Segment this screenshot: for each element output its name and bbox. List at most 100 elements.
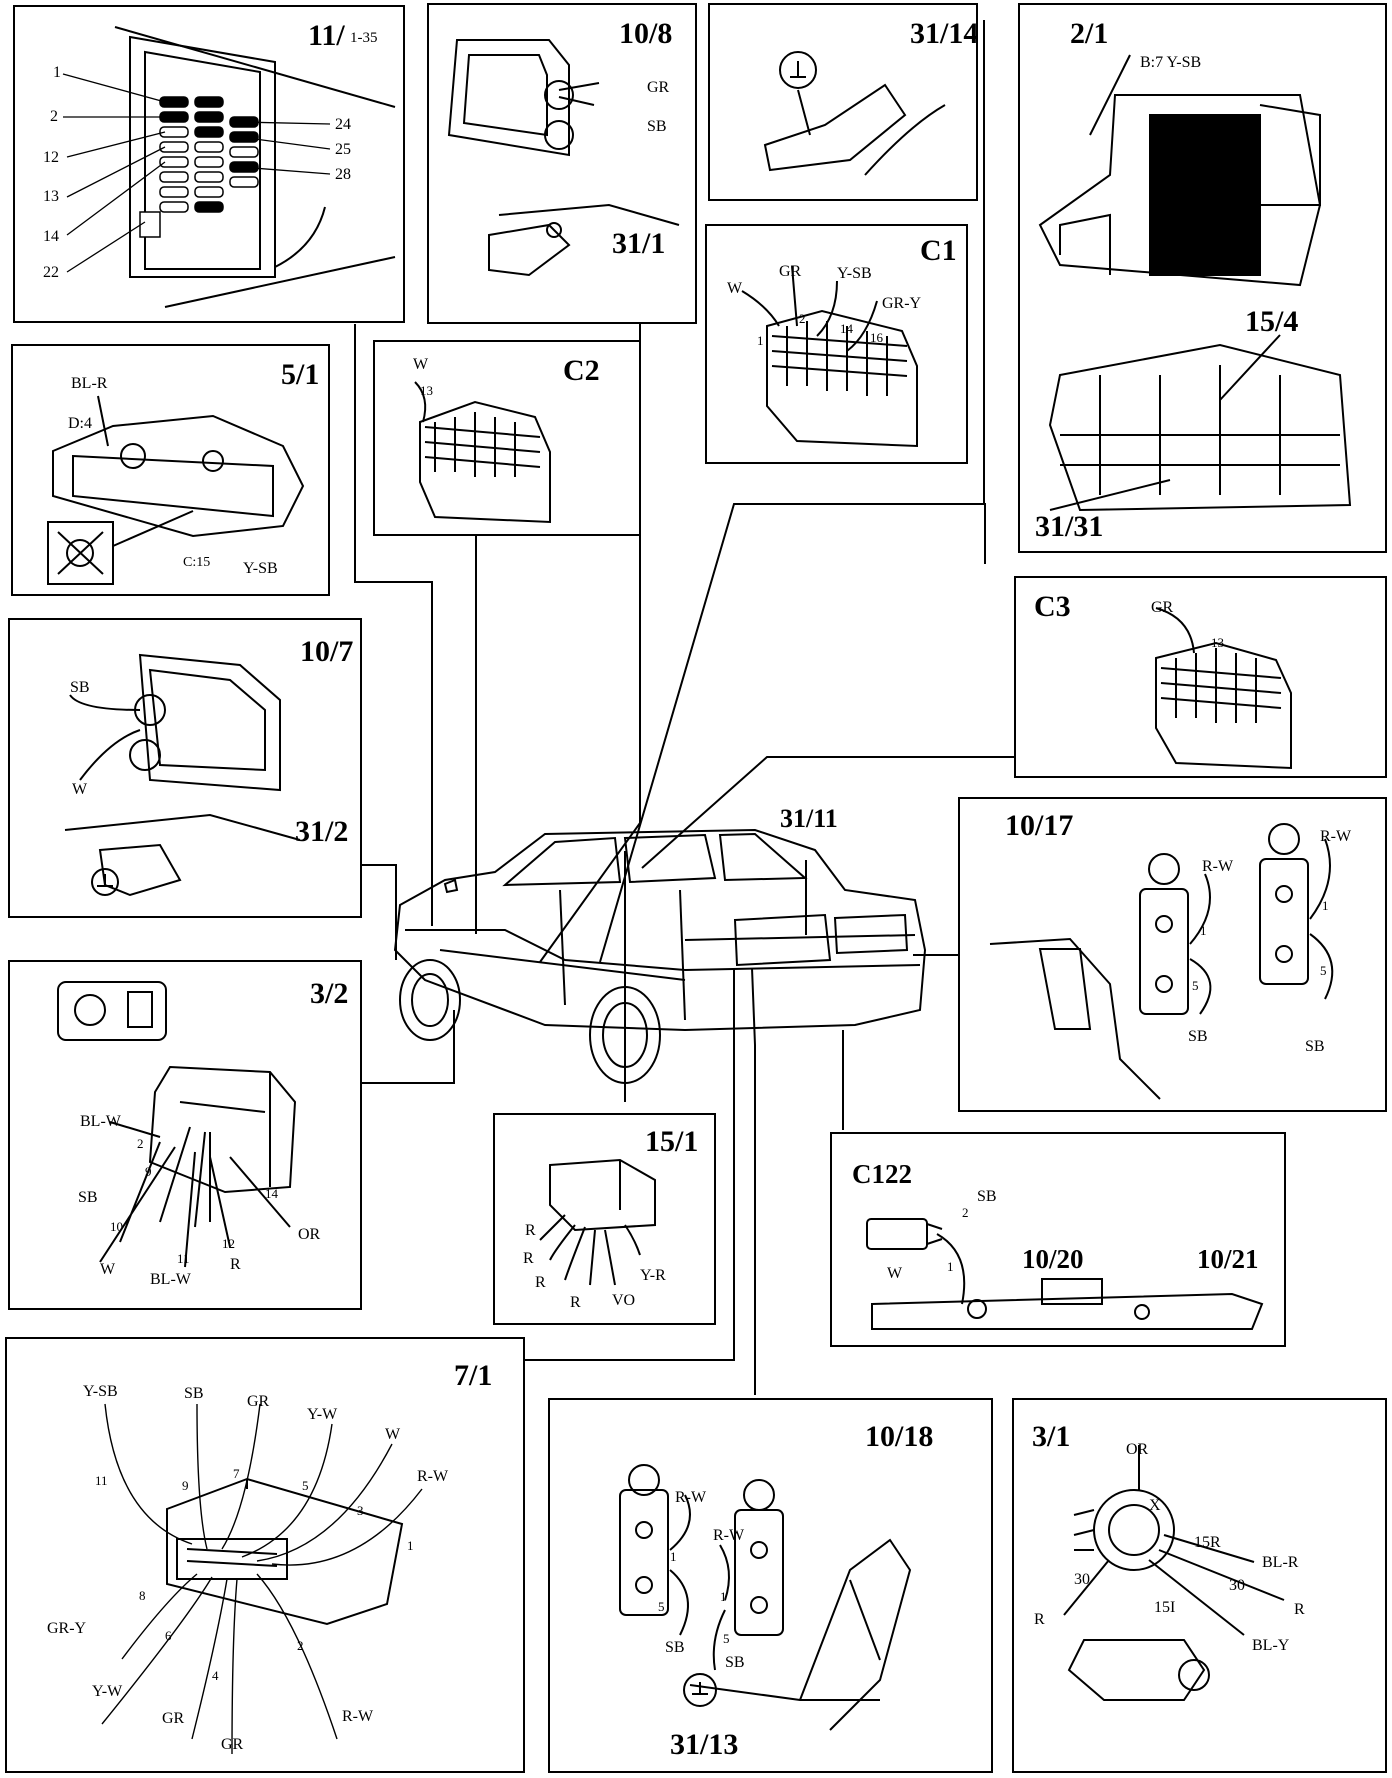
panel-title: 3/2 [310, 977, 349, 1010]
label: 14 [43, 228, 59, 245]
label: Y-SB [83, 1383, 118, 1400]
panel-3-1: 3/1 OR X 15R BL-R 30 30 R R 15I BL-Y [1012, 1398, 1387, 1773]
label: SB [725, 1654, 745, 1671]
label: SB [184, 1385, 204, 1402]
label: 14 [265, 1186, 278, 1201]
label: R [525, 1222, 536, 1239]
label: GR [779, 263, 802, 280]
label: OR [298, 1226, 321, 1243]
label: R-W [342, 1708, 374, 1725]
label: 13 [420, 383, 433, 398]
label: 1 [720, 1589, 727, 1604]
label: SB [647, 118, 667, 135]
label: GR [1151, 599, 1174, 616]
label: 28 [335, 166, 351, 183]
label: 12 [43, 149, 59, 166]
label: R [570, 1294, 581, 1311]
label: 14 [840, 321, 853, 336]
label: 5 [302, 1478, 309, 1493]
panel-subtitle: 31/13 [670, 1728, 739, 1761]
panel-C2: C2 W 13 [373, 340, 641, 536]
label: R [535, 1274, 546, 1291]
label: 5 [1320, 963, 1327, 978]
label: 1 [670, 1549, 677, 1564]
label: 13 [1211, 635, 1224, 650]
label: Y-SB [837, 265, 872, 282]
label: 10 [110, 1219, 123, 1234]
label: R [523, 1250, 534, 1267]
label: R-W [417, 1468, 449, 1485]
label: 22 [43, 264, 59, 281]
label: 15I [1154, 1599, 1176, 1616]
label: 1 [1322, 898, 1329, 913]
panel-title: 10/17 [1005, 809, 1074, 842]
label: Y-W [92, 1683, 123, 1700]
panel-subtitle: 1-35 [350, 30, 378, 46]
label: R-W [1320, 828, 1352, 845]
panel-title: 15/1 [645, 1125, 699, 1158]
label: 10/20 [1022, 1244, 1084, 1274]
panel-31-14: 31/14 [708, 3, 978, 201]
label: GR [221, 1736, 244, 1753]
label: Y-R [640, 1267, 666, 1284]
label: 3 [357, 1503, 364, 1518]
label: W [887, 1265, 903, 1282]
label: Y-W [307, 1406, 338, 1423]
label: 15R [1194, 1534, 1221, 1551]
panel-7-1: 7/1 Y-SB SB GR Y-W W R-W 11 9 7 5 3 1 8 … [5, 1337, 525, 1773]
label: 9 [182, 1478, 189, 1493]
label: 1 [407, 1538, 414, 1553]
panel-title: 10/8 [619, 17, 673, 50]
label: 2 [962, 1205, 969, 1220]
label: GR [647, 79, 670, 96]
panel-10-17: 10/17 R-W 1 5 SB R-W 1 5 SB [958, 797, 1387, 1112]
panel-title: 2/1 [1070, 17, 1109, 50]
label: W [100, 1261, 116, 1278]
label: R-W [1202, 858, 1234, 875]
label: 11 [177, 1251, 190, 1266]
label: SB [1305, 1038, 1325, 1055]
label: BL-Y [1252, 1637, 1290, 1654]
panel-title: C3 [1034, 590, 1071, 623]
panel-title: 31/14 [910, 17, 979, 50]
label: R-W [675, 1489, 707, 1506]
label: 30 [1074, 1571, 1090, 1588]
label: SB [977, 1188, 997, 1205]
panel-C1: C1 W GR Y-SB GR-Y 1 2 14 16 [705, 224, 968, 464]
label: BL-W [80, 1113, 121, 1130]
panel-subtitle: 31/1 [612, 227, 666, 260]
label: 11 [95, 1473, 108, 1488]
label: R [1034, 1611, 1045, 1628]
panel-title: 5/1 [281, 358, 320, 391]
label: 24 [335, 116, 351, 133]
label: 1 [947, 1259, 954, 1274]
label: R [230, 1256, 241, 1273]
car-illustration: 31/11 [385, 804, 930, 1100]
label: BL-W [150, 1271, 191, 1288]
label: 16 [870, 330, 883, 345]
label: B:7 Y-SB [1140, 54, 1202, 71]
label: 5 [1192, 978, 1199, 993]
label: 2 [297, 1638, 304, 1653]
panel-title: C2 [563, 354, 600, 387]
label: 1 [757, 333, 764, 348]
panel-3-2: 3/2 BL-W 2 9 SB 10 W 11 BL-W 12 R 14 OR [8, 960, 362, 1310]
panel-15-1: 15/1 R R R R VO Y-R [493, 1113, 716, 1325]
label: VO [612, 1292, 636, 1309]
label: 6 [165, 1628, 172, 1643]
panel-10-8: 10/8 31/1 GR SB [427, 3, 697, 324]
panel-C3: C3 GR 13 [1014, 576, 1387, 778]
label: W [727, 280, 743, 297]
label: 1 [53, 64, 61, 81]
label: 4 [212, 1668, 219, 1683]
label: 30 [1229, 1577, 1245, 1594]
panel-subtitle: 31/2 [295, 815, 349, 848]
panel-10-7: 10/7 31/2 SB W [8, 618, 362, 918]
car-label: 31/11 [780, 804, 838, 833]
label: R-W [713, 1527, 745, 1544]
panel-title: C1 [920, 234, 957, 267]
label: GR [247, 1393, 270, 1410]
label: 5 [658, 1599, 665, 1614]
label: OR [1126, 1441, 1149, 1458]
label: 13 [43, 188, 59, 205]
